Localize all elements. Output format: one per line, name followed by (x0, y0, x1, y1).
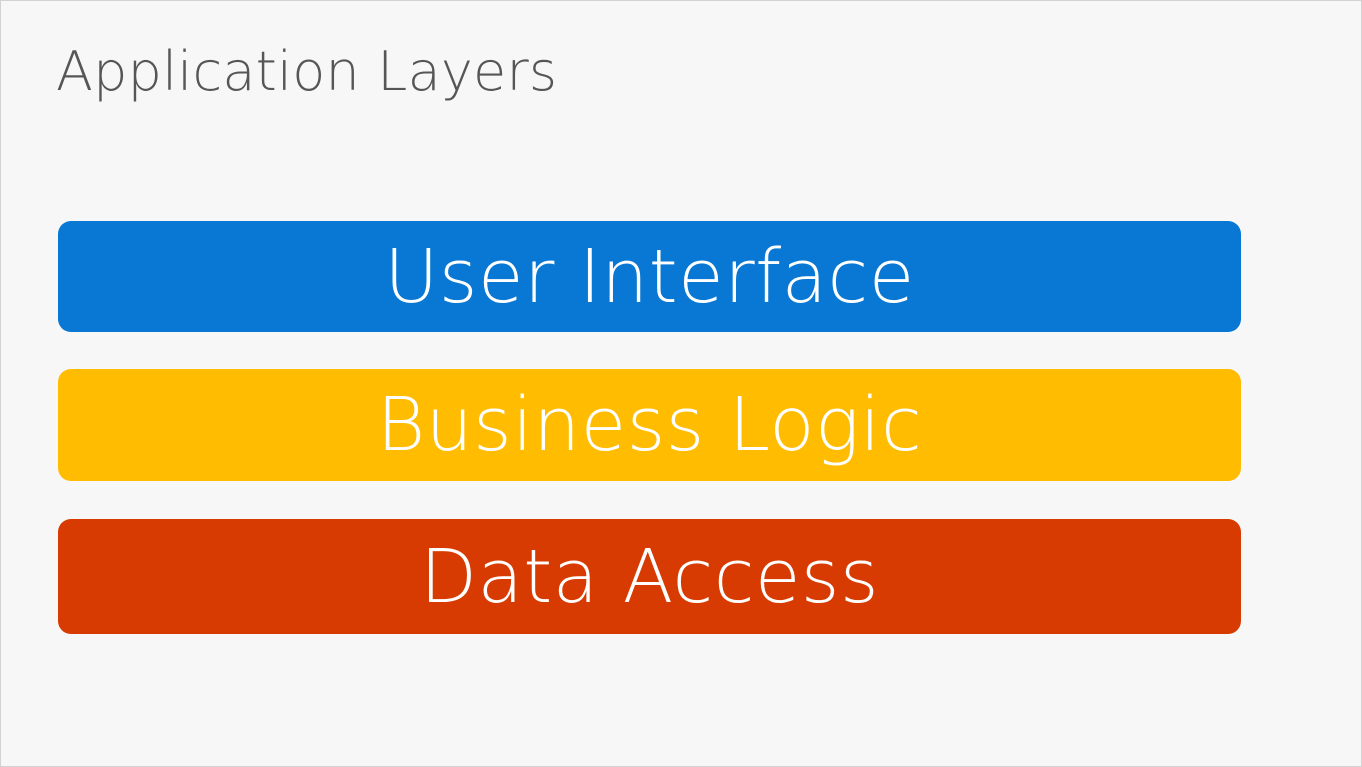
layer-bar-label: Data Access (419, 533, 880, 620)
page-title: Application Layers (56, 40, 558, 103)
layer-bar-user-interface[interactable]: User Interface (58, 221, 1241, 332)
layer-bar-business-logic[interactable]: Business Logic (58, 369, 1241, 481)
layer-stack: User Interface Business Logic Data Acces… (58, 221, 1241, 634)
layer-bar-data-access[interactable]: Data Access (58, 519, 1241, 634)
layer-bar-label: User Interface (384, 233, 915, 320)
layer-bar-label: Business Logic (376, 382, 923, 468)
